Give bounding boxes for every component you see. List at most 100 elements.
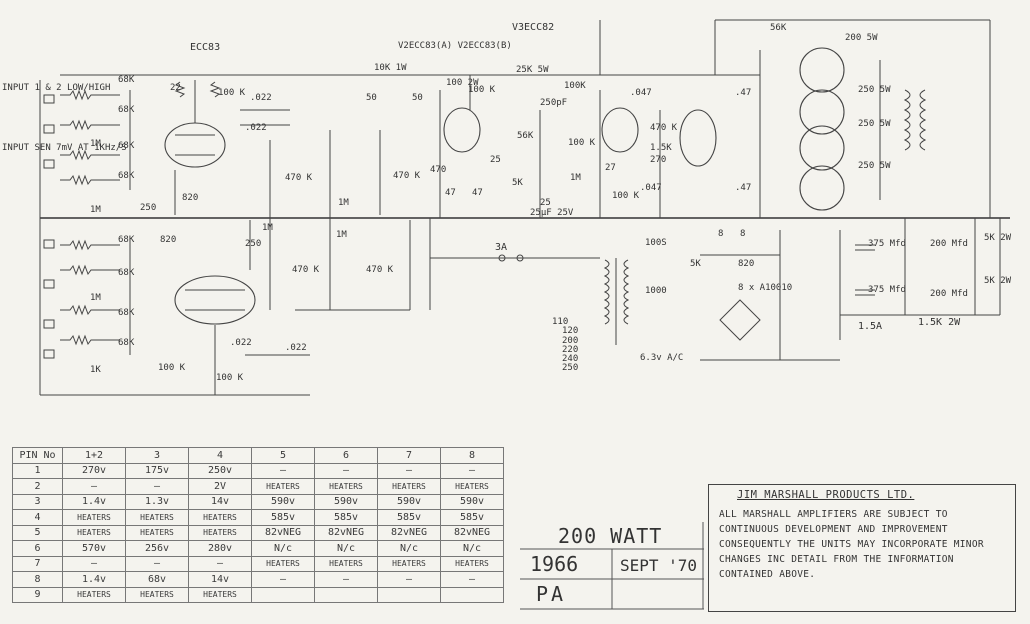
table-cell: HEATERS: [188, 586, 252, 603]
label-25-1: 25: [490, 155, 501, 165]
table-cell: HEATERS: [125, 586, 189, 603]
label-8-1: 8: [718, 229, 723, 239]
date-label: SEPT '70: [620, 556, 698, 575]
label-50-1: 50: [366, 93, 377, 103]
col-header: 3: [125, 447, 189, 464]
label-820-2: 820: [160, 235, 176, 245]
output-tubes: .47 .47 56K 200 5W 250 5W 250 5W 250 5W: [735, 23, 927, 218]
label-1m-5: 1M: [338, 198, 349, 208]
table-cell: [440, 586, 504, 603]
label-47-3: .47: [735, 88, 751, 98]
table-cell: N/c: [251, 540, 315, 557]
table-cell: 9: [12, 586, 63, 603]
table-cell: HEATERS: [377, 478, 441, 495]
table-cell: 585v: [440, 509, 504, 526]
table-cell: [251, 586, 315, 603]
label-022-4: .022: [285, 343, 307, 353]
volume-pots: 470 K 1M 470 K 1M 1M 470 K 470 K: [262, 130, 421, 311]
table-cell: 585v: [314, 509, 378, 526]
table-cell: 8: [12, 571, 63, 588]
label-25uf: 25µF 25V: [530, 208, 574, 218]
label-25k-5w: 25K 5W: [516, 65, 549, 75]
label-1m-6: 1M: [336, 230, 347, 240]
table-cell: 1: [12, 462, 63, 479]
col-header: PIN No: [12, 447, 63, 464]
label-820-1: 820: [182, 193, 198, 203]
label-47-1: 47: [445, 188, 456, 198]
table-cell: —: [314, 462, 378, 479]
label-56k: 56K: [517, 131, 534, 141]
table-cell: 250v: [188, 462, 252, 479]
label-1m-3: 1M: [90, 293, 101, 303]
col-header: 6: [314, 447, 378, 464]
label-100-2w: 100 2W: [446, 78, 479, 88]
table-cell: 82vNEG: [377, 524, 441, 541]
notice-text: ALL MARSHALL AMPLIFIERS ARE SUBJECT TO C…: [719, 509, 984, 580]
title-block: 200 WATT 1966 SEPT '70 PA: [520, 522, 704, 610]
table-cell: HEATERS: [440, 555, 504, 572]
tube-v3: V3ECC82 .047 .047 470 K 1.5K 270: [512, 22, 717, 218]
label-68k-3: 68K: [118, 141, 135, 151]
tap-120: 120: [562, 326, 578, 336]
tap-240: 240: [562, 354, 578, 364]
label-470k-4: 470 K: [393, 171, 421, 181]
label-8-2: 8: [740, 229, 745, 239]
label-1m-1: 1M: [90, 139, 101, 149]
table-cell: 14v: [188, 493, 252, 510]
label-1-5k-2w: 1.5K 2W: [918, 317, 961, 328]
table-cell: —: [62, 555, 126, 572]
label-100k-6: 100 K: [612, 191, 640, 201]
label-250-5w-2: 250 5W: [858, 119, 891, 129]
table-cell: HEATERS: [188, 509, 252, 526]
label-5k-1: 5K: [512, 178, 523, 188]
table-cell: 2: [12, 478, 63, 495]
table-cell: —: [251, 462, 315, 479]
table-cell: 68v: [125, 571, 189, 588]
table-cell: 585v: [377, 509, 441, 526]
label-68k-7: 68K: [118, 308, 135, 318]
label-022-3: .022: [230, 338, 252, 348]
table-cell: [377, 586, 441, 603]
table-cell: 1.4v: [62, 493, 126, 510]
table-cell: —: [188, 555, 252, 572]
input-label-1: INPUT 1 & 2 LOW/HIGH: [2, 83, 110, 93]
label-470k-3: 470 K: [366, 265, 394, 275]
table-cell: 82vNEG: [251, 524, 315, 541]
table-cell: HEATERS: [377, 555, 441, 572]
tap-250: 250: [562, 363, 578, 373]
label-820-3: 820: [738, 259, 754, 269]
input-jacks: INPUT 1 & 2 LOW/HIGH INPUT SEN 7mV AT 1K…: [2, 83, 127, 359]
label-470k-1: 470 K: [285, 173, 313, 183]
table-cell: 570v: [62, 540, 126, 557]
year-label: 1966: [530, 552, 579, 576]
table-cell: —: [377, 571, 441, 588]
tube-v1-b: 820 250 100 K 100 K .022 .022: [158, 220, 310, 395]
label-5k-2w-1: 5K 2W: [984, 233, 1012, 243]
table-cell: 590v: [251, 493, 315, 510]
label-047-2: .047: [640, 183, 662, 193]
ht-rail: [60, 19, 991, 218]
col-header: 8: [440, 447, 504, 464]
label-10k: 10K 1W: [374, 63, 407, 73]
tube-v1-a: ECC83 22 100 K .022 .022 820 250: [140, 42, 290, 215]
table-cell: HEATERS: [62, 524, 126, 541]
label-1m-4: 1M: [262, 223, 273, 233]
table-cell: 3: [12, 493, 63, 510]
label-47-2: 47: [472, 188, 483, 198]
label-250-5w-1: 250 5W: [858, 85, 891, 95]
label-375-1: 375 Mfd: [868, 239, 906, 249]
diodes-label: 8 x A10010: [738, 283, 792, 293]
tap-110: 110: [552, 317, 568, 327]
table-cell: HEATERS: [188, 524, 252, 541]
tap-200: 200: [562, 336, 578, 346]
label-25-2: 25: [540, 198, 551, 208]
table-cell: HEATERS: [251, 478, 315, 495]
tube-v3-label: V3ECC82: [512, 22, 554, 33]
label-250-2: 250: [245, 239, 261, 249]
label-50-2: 50: [412, 93, 423, 103]
